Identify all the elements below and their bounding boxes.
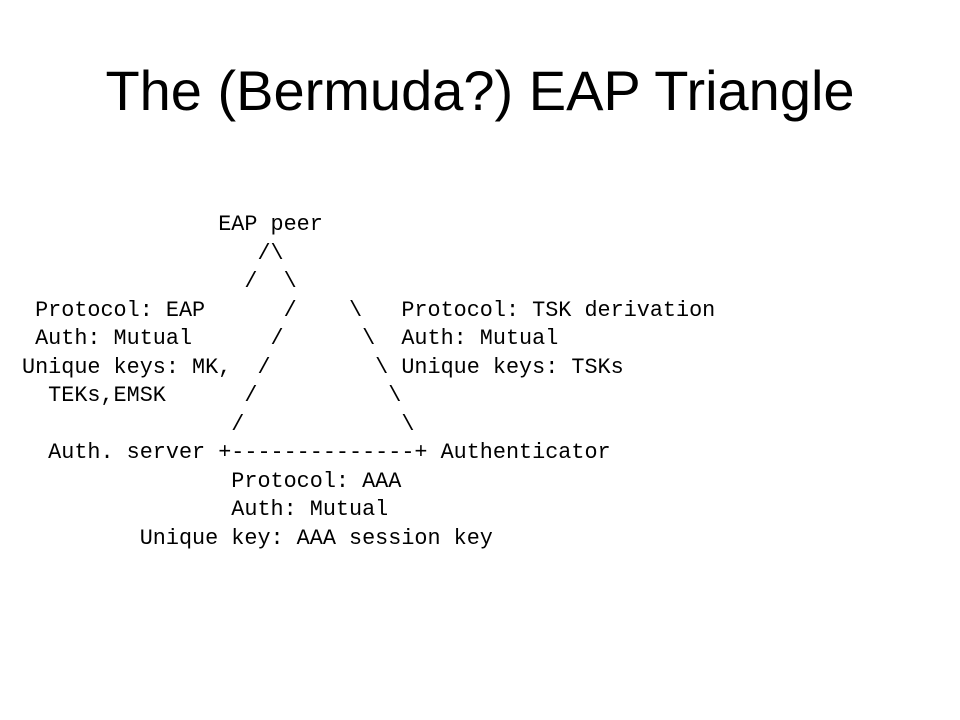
diagram-line-protocol: Protocol: EAP / \ Protocol: TSK derivati… bbox=[22, 297, 716, 323]
diagram-line-auth-aaa: Auth: Mutual bbox=[22, 497, 389, 522]
diagram-line-protocol-aaa: Protocol: AAA bbox=[22, 468, 402, 494]
diagram-line-base: Auth. server +--------------+ Authentica… bbox=[22, 440, 611, 465]
diagram-line-apex: /\ bbox=[22, 240, 284, 266]
diagram-line-eap-peer: EAP peer bbox=[22, 212, 323, 237]
diagram-line-edge-1: / \ bbox=[22, 269, 297, 294]
eap-triangle-diagram: EAP peer /\ / \ Protocol: EAP / \ Protoc… bbox=[22, 211, 715, 553]
diagram-line-unique-keys: Unique keys: MK, / \ Unique keys: TSKs bbox=[22, 354, 624, 380]
diagram-line-unique-key-aaa: Unique key: AAA session key bbox=[22, 525, 493, 551]
diagram-line-edge-2: / \ bbox=[22, 411, 415, 437]
diagram-line-teks-emsk: TEKs,EMSK / \ bbox=[22, 383, 402, 408]
diagram-line-auth: Auth: Mutual / \ Auth: Mutual bbox=[22, 326, 559, 351]
slide-title: The (Bermuda?) EAP Triangle bbox=[105, 59, 855, 122]
